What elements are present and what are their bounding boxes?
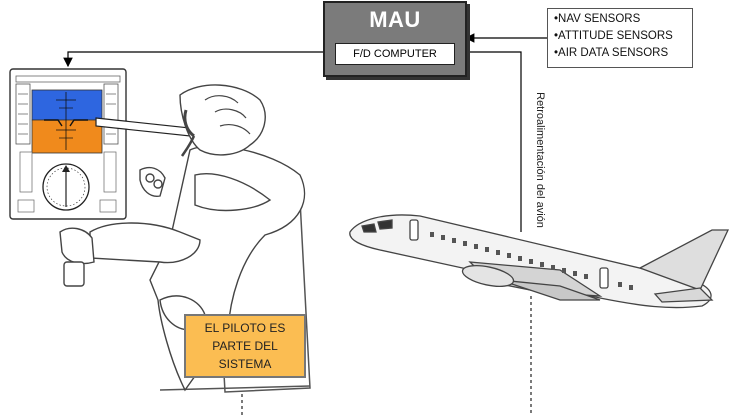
pilot-box-line-2: PARTE DEL	[212, 339, 278, 353]
feedback-arrow	[452, 47, 522, 232]
display-arrow	[63, 51, 334, 68]
sensor-item-nav: •NAV SENSORS	[554, 13, 641, 25]
fd-computer-box: F/D COMPUTER	[335, 43, 455, 65]
aircraft-tail	[638, 229, 730, 291]
pilot-box-line-3: SISTEMA	[218, 357, 272, 371]
mau-box: MAU F/D COMPUTER	[323, 1, 467, 77]
aircraft-engine	[461, 265, 515, 287]
aircraft-windows	[430, 232, 633, 290]
pfd-display	[9, 68, 127, 220]
mau-title: MAU	[369, 7, 421, 32]
attitude-sky	[31, 89, 103, 121]
pilot-system-box: EL PILOTO ES PARTE DEL SISTEMA	[184, 314, 306, 378]
pilot-box-line-1: EL PILOTO ES	[204, 321, 286, 335]
sensor-item-air-data: •AIR DATA SENSORS	[554, 47, 669, 59]
sensor-item-attitude: •ATTITUDE SENSORS	[554, 30, 673, 42]
aircraft	[349, 214, 730, 309]
attitude-ground	[31, 119, 103, 154]
feedback-label: Retroalimentación del avión	[534, 92, 546, 228]
sensors-box: •NAV SENSORS •ATTITUDE SENSORS •AIR DATA…	[547, 8, 693, 68]
aircraft-horizontal-stabilizer	[653, 287, 714, 303]
